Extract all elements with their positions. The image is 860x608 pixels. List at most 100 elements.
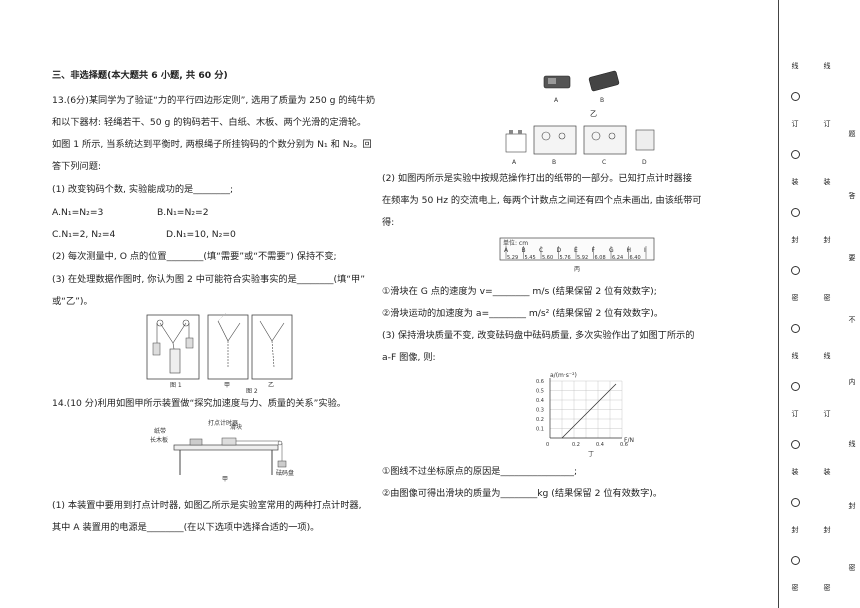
option-c: C.N₁=2, N₂=4 xyxy=(52,229,116,240)
y-tick-label: 0.3 xyxy=(536,408,544,414)
apparatus-caption: 甲 xyxy=(222,476,228,483)
binder-inner-char: 密 xyxy=(791,584,799,592)
binder-hole xyxy=(791,266,800,275)
y-tick-label: 0.5 xyxy=(536,389,544,395)
graph-xlabel: F/N xyxy=(624,437,634,444)
q2-item-1: ①滑块在 G 点的速度为 v=________ m/s (结果保留 2 位有效数… xyxy=(382,286,657,297)
tape-point-label: G xyxy=(609,247,614,254)
binder-inner-char: 装 xyxy=(791,178,799,186)
binder-inner-char: 封 xyxy=(791,526,799,534)
tape-point-label: H xyxy=(627,247,632,254)
source-b-label: B xyxy=(552,159,556,166)
fig1-caption: 图 1 xyxy=(170,382,182,389)
option-a: A.N₁=N₂=3 xyxy=(52,207,104,218)
binder-hole xyxy=(791,92,800,101)
paper-tape-figure: 单位: cm A B C D E F G H I 5.29 5.45 5.60 5.76 5.92 6.08… xyxy=(499,237,655,273)
binder-warning-char: 密 xyxy=(848,564,856,572)
binder-inner-char: 线 xyxy=(791,62,799,70)
q13-sub2: (2) 每次测量中, O 点的位置________(填“需要”或“不需要”) 保… xyxy=(52,251,337,262)
binder-outer-char: 封 xyxy=(823,526,831,534)
binder-hole xyxy=(791,324,800,333)
binder-hole xyxy=(791,440,800,449)
binder-inner-char: 密 xyxy=(791,294,799,302)
figure-1-2: 图 1 甲 乙 图 2 xyxy=(146,313,293,393)
tape-interval-value: 5.92 xyxy=(577,255,588,261)
timer-b-label: B xyxy=(600,97,604,104)
x-tick-label: 0.2 xyxy=(572,442,580,448)
timer-a-label: A xyxy=(554,97,559,104)
q14-sub1-cont: 其中 A 装置用的电源是________(在以下选项中选择合适的一项)。 xyxy=(52,522,320,533)
graph-ylabel: a/(m·s⁻²) xyxy=(550,372,577,379)
binder-outer-char: 订 xyxy=(823,410,831,418)
q3-item-1: ①图线不过坐标原点的原因是________________; xyxy=(382,466,578,477)
section-title: 三、非选择题(本大题共 6 小题, 共 60 分) xyxy=(52,70,228,81)
q13-line-4: 答下列问题: xyxy=(52,161,102,172)
binder-outer-char: 密 xyxy=(823,294,831,302)
binder-outer-char: 封 xyxy=(823,236,831,244)
binder-hole xyxy=(791,498,800,507)
timer-figures: A B xyxy=(543,70,620,104)
y-tick-label: 0.2 xyxy=(536,417,544,423)
q13-line-3: 如图 1 所示, 当系统达到平衡时, 两根绳子所挂钩码的个数分别为 N₁ 和 N… xyxy=(52,139,372,150)
power-sources-figure: A B C D xyxy=(505,125,655,166)
binder-inner-char: 订 xyxy=(791,410,799,418)
binder-hole xyxy=(791,208,800,217)
q3-item-2: ②由图像可得出滑块的质量为________kg (结果保留 2 位有效数字)。 xyxy=(382,488,663,499)
binder-warning-char: 要 xyxy=(848,254,856,262)
tape-interval-value: 5.29 xyxy=(507,255,518,261)
y-tick-label: 0.4 xyxy=(536,398,544,404)
tape-label: 纸带 xyxy=(154,427,166,435)
q14-sub1: (1) 本装置中要用到打点计时器, 如图乙所示是实验室常用的两种打点计时器, xyxy=(52,500,362,511)
tape-interval-value: 6.24 xyxy=(612,255,623,261)
q2-line-2: 在频率为 50 Hz 的交流电上, 每两个计数点之间还有四个点未画出, 由该纸带… xyxy=(382,195,702,206)
binder-warning-char: 答 xyxy=(848,192,856,200)
apparatus-figure: 打点计时器 滑块 纸带 长木板 砝码盘 甲 xyxy=(150,419,294,483)
tape-interval-value: 6.08 xyxy=(595,255,606,261)
q2-line-1: (2) 如图丙所示是实验中按规范操作打出的纸带的一部分。已知打点计时器接 xyxy=(382,173,692,184)
option-d: D.N₁=10, N₂=0 xyxy=(166,229,236,240)
tape-point-label: D xyxy=(557,247,562,254)
tape-point-label: I xyxy=(644,247,646,254)
tape-point-label: A xyxy=(504,247,509,254)
binder-outer-char: 线 xyxy=(823,62,831,70)
tape-unit: 单位: cm xyxy=(503,239,528,247)
x-tick-label: 0.6 xyxy=(620,442,628,448)
binder-warning-char: 不 xyxy=(848,316,856,324)
tape-point-label: F xyxy=(592,247,596,254)
tape-point-label: C xyxy=(539,247,543,254)
binder-line xyxy=(778,0,779,608)
board-label: 长木板 xyxy=(150,436,168,444)
tape-point-label: E xyxy=(574,247,578,254)
q3-intro: (3) 保持滑块质量不变, 改变砝码盘中砝码质量, 多次实验作出了如图丁所示的 xyxy=(382,330,695,341)
binder-hole xyxy=(791,150,800,159)
q14-line-1: 14.(10 分)利用如图甲所示装置做“探究加速度与力、质量的关系”实验。 xyxy=(52,398,346,409)
binder-inner-char: 订 xyxy=(791,120,799,128)
binder-warning-char: 线 xyxy=(848,440,856,448)
q13-sub3: (3) 在处理数据作图时, 你认为图 2 中可能符合实验事实的是________… xyxy=(52,274,366,285)
graph-caption: 丁 xyxy=(588,451,594,458)
q13-sub1: (1) 改变钩码个数, 实验能成功的是________; xyxy=(52,184,234,195)
timer-caption: 乙 xyxy=(590,110,597,118)
option-b: B.N₁=N₂=2 xyxy=(157,207,209,218)
tape-interval-value: 5.45 xyxy=(525,255,536,261)
y-tick-label: 0.1 xyxy=(536,427,544,433)
fig2-caption: 图 2 xyxy=(246,388,258,393)
x-tick-label: 0 xyxy=(546,442,549,448)
binder-warning-char: 内 xyxy=(848,378,856,386)
q13-sub3-cont: 或“乙”)。 xyxy=(52,296,93,307)
q2-line-3: 得: xyxy=(382,217,395,228)
binder-inner-char: 封 xyxy=(791,236,799,244)
binder-inner-char: 线 xyxy=(791,352,799,360)
binder-warning-char: 封 xyxy=(848,502,856,510)
tape-interval-value: 5.60 xyxy=(542,255,553,261)
y-tick-label: 0.6 xyxy=(536,379,544,385)
fig-jia-label: 甲 xyxy=(224,382,230,389)
tape-interval-value: 5.76 xyxy=(560,255,571,261)
tape-interval-value: 6.40 xyxy=(630,255,641,261)
tape-caption: 丙 xyxy=(574,266,580,273)
tape-point-label: B xyxy=(522,247,526,254)
source-d-label: D xyxy=(642,159,647,166)
binder-hole xyxy=(791,556,800,565)
binder-outer-char: 装 xyxy=(823,468,831,476)
